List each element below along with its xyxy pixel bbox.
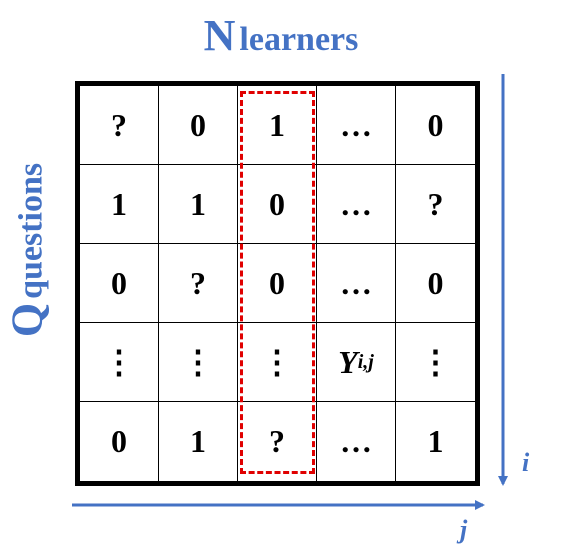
matrix-cell: … (317, 165, 396, 244)
matrix-cell: 1 (159, 165, 238, 244)
col-index-label: j (460, 515, 468, 544)
matrix-cell: 1 (238, 86, 317, 165)
matrix-cell: 1 (159, 402, 238, 481)
matrix-cell: 0 (238, 244, 317, 323)
highlighted-column-box (240, 91, 315, 474)
matrix-cell: … (317, 244, 396, 323)
matrix-cell: 0 (396, 244, 475, 323)
matrix-cell: ? (80, 86, 159, 165)
matrix-cell: 1 (427, 423, 444, 459)
matrix-cell: ⋮ (396, 323, 475, 402)
matrix-cell: ? (238, 402, 317, 481)
matrix-cell: 1 (80, 165, 159, 244)
matrix-cell: … (317, 402, 396, 481)
matrix-cell: 0 (238, 165, 317, 244)
matrix-cell: ? (396, 165, 475, 244)
matrix-cell: 0 (396, 86, 475, 165)
matrix-cell: … (317, 86, 396, 165)
title-n: N (203, 11, 236, 60)
row-index-label: i (522, 448, 530, 477)
matrix-cell: 0 (80, 244, 159, 323)
matrix-cell: ? (159, 244, 238, 323)
matrix-cell: 0 (159, 86, 238, 165)
matrix-cell: 0 (80, 402, 159, 481)
title-n-learners: N learners (0, 10, 562, 61)
matrix-cell: ⋮ (159, 323, 238, 402)
matrix-cell: ⋮ (80, 323, 159, 402)
y-subscript: i,j (357, 350, 374, 373)
y-symbol: Y (338, 343, 358, 380)
title-learners: learners (239, 21, 359, 58)
matrix-cell: ⋮ (238, 323, 317, 402)
